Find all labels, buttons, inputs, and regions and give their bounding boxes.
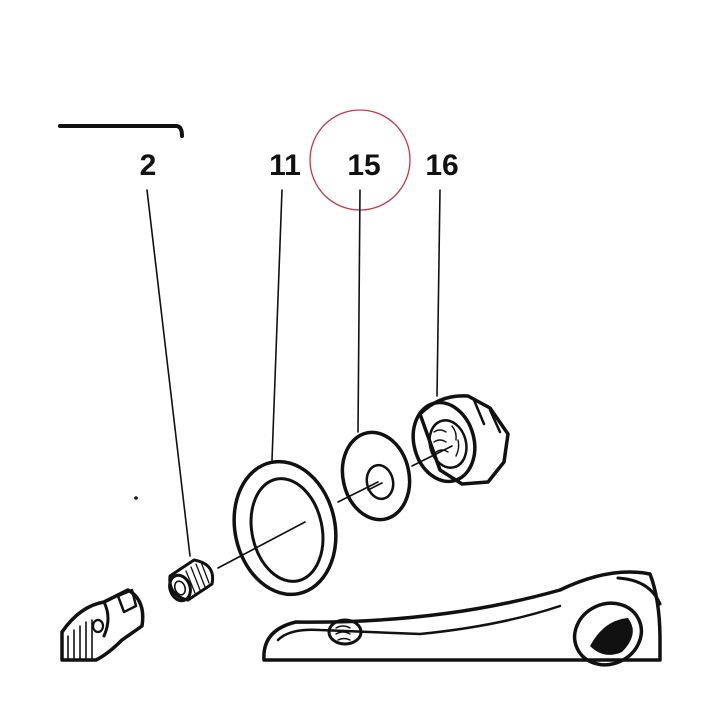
set-screw-part-2: [168, 558, 215, 603]
part-label-2: 2: [140, 149, 157, 182]
leader-line-2: [146, 189, 191, 557]
lever-arm: [262, 570, 662, 667]
large-washer-part-11: [232, 459, 338, 597]
part-label-16: 16: [425, 149, 458, 182]
leader-line-11: [271, 189, 283, 461]
leader-line-15: [357, 189, 361, 433]
leader-line-16: [436, 189, 441, 397]
shaft-end: [60, 588, 145, 662]
flange-nut-part-16: [411, 394, 510, 486]
stray-dot: [134, 496, 138, 500]
header-bracket-line: [58, 124, 184, 138]
small-washer-part-15[interactable]: [335, 426, 418, 526]
part-label-11: 11: [269, 149, 301, 182]
part-label-15[interactable]: 15: [347, 149, 380, 182]
